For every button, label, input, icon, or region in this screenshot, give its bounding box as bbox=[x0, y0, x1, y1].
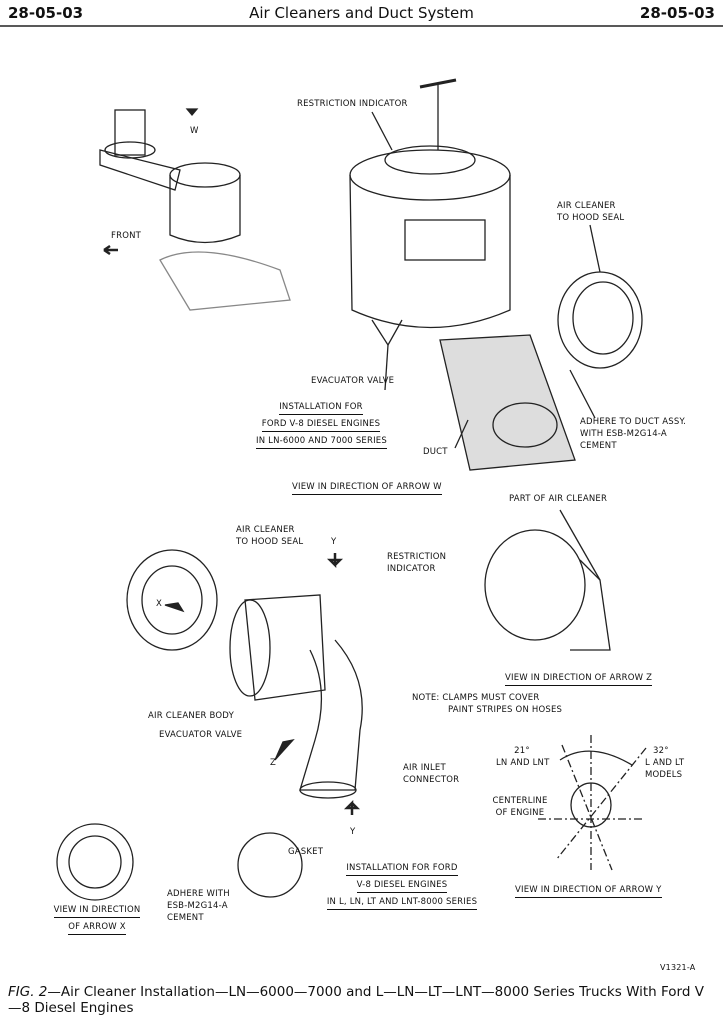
label-arrow-w: W bbox=[190, 126, 199, 136]
angle-arc bbox=[559, 750, 633, 766]
page-title: Air Cleaners and Duct System bbox=[249, 4, 474, 22]
figure-code: V1321-A bbox=[660, 963, 696, 972]
page-number-right: 28-05-03 bbox=[639, 4, 715, 22]
leader-line bbox=[371, 111, 393, 151]
label-restriction-indicator: RESTRICTION INDICATOR bbox=[297, 99, 408, 109]
installation-heading-top: INSTALLATION FOR FORD V-8 DIESEL ENGINES… bbox=[256, 401, 387, 452]
figure-caption: FIG. 2—Air Cleaner Installation—LN—6000—… bbox=[8, 984, 704, 1016]
label-gasket: GASKET bbox=[288, 847, 324, 857]
label-arrow-y-bottom: Y bbox=[350, 827, 356, 837]
engine-outline bbox=[570, 782, 612, 828]
caption-view-w: VIEW IN DIRECTION OF ARROW W bbox=[292, 481, 442, 498]
leader-line bbox=[384, 344, 389, 391]
y-arrow-icon bbox=[326, 553, 344, 569]
y-arrow-icon bbox=[343, 799, 361, 815]
label-arrow-z: Z bbox=[270, 758, 277, 768]
main-air-cleaner-drawing bbox=[349, 78, 643, 471]
front-arrow-icon bbox=[103, 244, 118, 256]
label-air-cleaner-body: AIR CLEANER BODY bbox=[148, 711, 234, 721]
bottom-assembly-drawing bbox=[56, 549, 363, 901]
label-air-cleaner-hood-seal: AIR CLEANER TO HOOD SEAL bbox=[557, 201, 625, 223]
z-view-drawing bbox=[484, 509, 611, 651]
label-duct: DUCT bbox=[423, 447, 448, 457]
label-part-of-air-cleaner: PART OF AIR CLEANER bbox=[509, 494, 608, 504]
illustration bbox=[0, 25, 723, 901]
z-arrow-icon bbox=[274, 738, 295, 761]
angle-diagram bbox=[538, 735, 647, 871]
label-front: FRONT bbox=[111, 231, 142, 241]
label-arrow-y-top: Y bbox=[331, 537, 337, 547]
small-air-cleaner-drawing bbox=[99, 109, 291, 311]
label-angle-21: 21°LN AND LNT bbox=[496, 746, 550, 768]
leader-line bbox=[454, 419, 469, 449]
label-evacuator-valve: EVACUATOR VALVE bbox=[311, 376, 395, 386]
caption-view-z: VIEW IN DIRECTION OF ARROW Z bbox=[505, 672, 653, 689]
x-arrow-icon bbox=[164, 602, 185, 613]
installation-heading-bottom: INSTALLATION FOR FORD V-8 DIESEL ENGINES… bbox=[322, 862, 482, 913]
caption-view-y: VIEW IN DIRECTION OF ARROW Y bbox=[515, 884, 662, 901]
label-arrow-x: X bbox=[156, 599, 163, 609]
page-number-left: 28-05-03 bbox=[8, 4, 84, 22]
w-arrow-icon bbox=[185, 108, 199, 117]
label-evacuator-valve-2: EVACUATOR VALVE bbox=[159, 730, 243, 740]
leader-line bbox=[569, 369, 596, 419]
leader-line bbox=[589, 224, 601, 273]
